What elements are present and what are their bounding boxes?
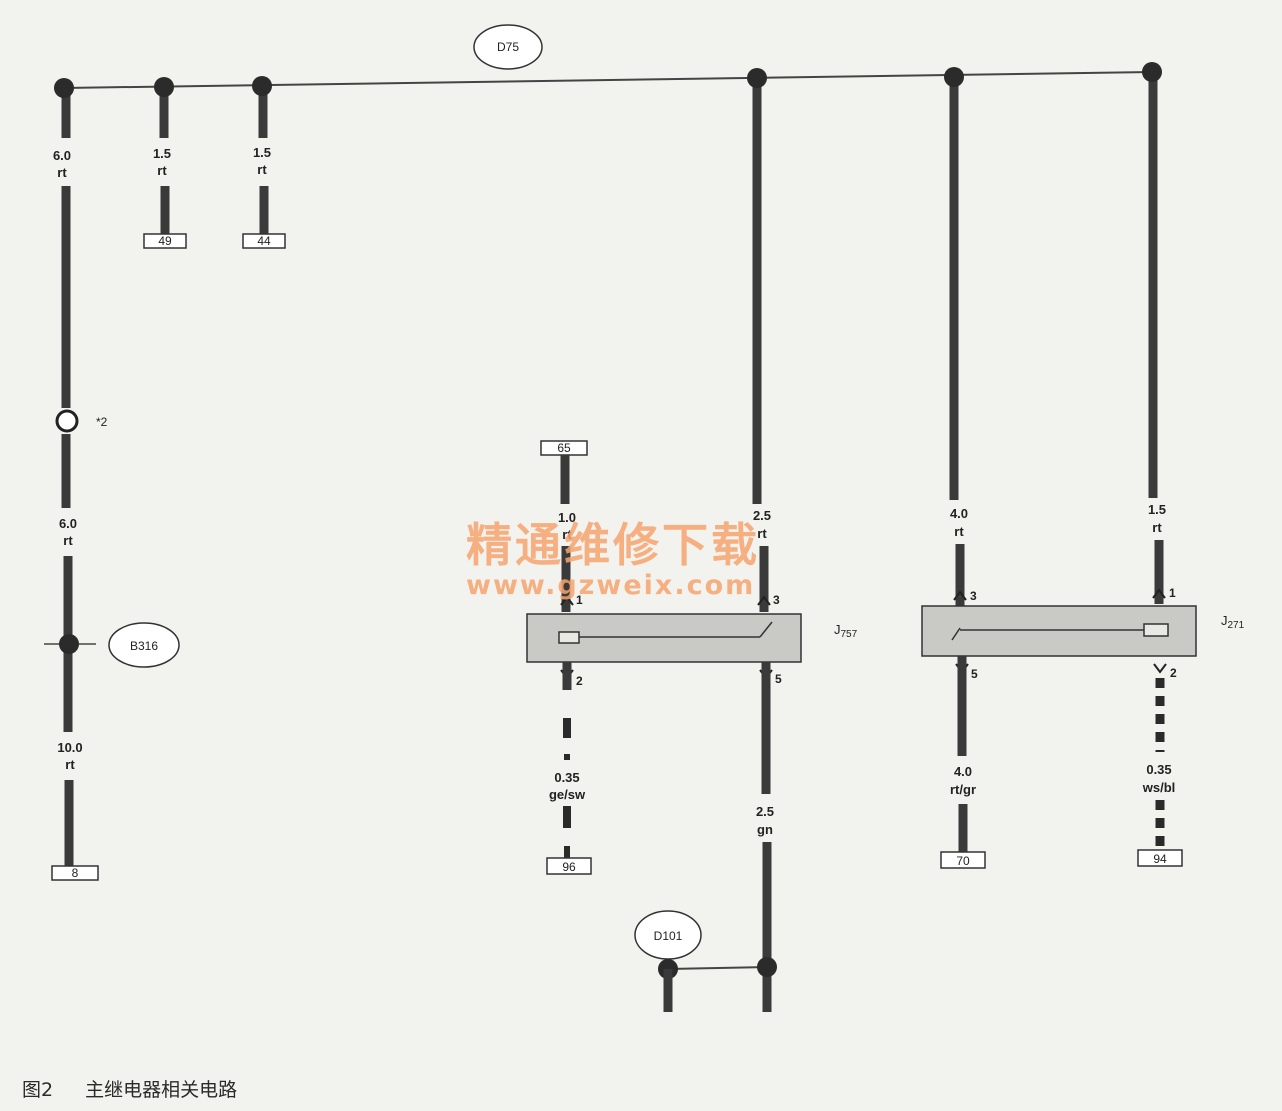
wire-color-label: rt xyxy=(757,526,767,541)
pin-arrow-icon xyxy=(953,590,967,601)
wire-size-label: 4.0 xyxy=(950,506,968,521)
relay-coil xyxy=(558,631,580,644)
wire-color-label: ge/sw xyxy=(549,787,586,802)
pin-arrow-icon xyxy=(1153,663,1167,674)
terminal-label: 44 xyxy=(257,234,271,248)
wire-size-label: 6.0 xyxy=(59,516,77,531)
d101-label: D101 xyxy=(654,929,683,943)
figure-caption: 图2 主继电器相关电路 xyxy=(22,1075,263,1102)
bus-node xyxy=(54,78,74,98)
terminal-label: 49 xyxy=(158,234,172,248)
pin-label: 2 xyxy=(576,674,583,688)
bus-node xyxy=(747,68,767,88)
wire-column-3: 1.5 rt 44 xyxy=(242,76,286,249)
wire-color-label: rt xyxy=(562,527,572,542)
relay-j271-group: 4.0 rt 1.5 rt J271 3 1 5 2 4.0 rt/gr 70 … xyxy=(921,62,1245,869)
terminal-box xyxy=(1137,849,1183,867)
terminal-box xyxy=(51,865,99,881)
wire-column-1: 6.0 rt *2 6.0 rt B316 10.0 rt 8 xyxy=(44,78,180,881)
wire-size-label: 0.35 xyxy=(554,770,579,785)
wire-color-label: rt xyxy=(57,165,67,180)
pin-label: 3 xyxy=(773,593,780,607)
bus-node xyxy=(154,77,174,97)
wire-size-label: 1.5 xyxy=(253,145,271,160)
pin-label: 5 xyxy=(775,672,782,686)
pin-label: 1 xyxy=(1169,586,1176,600)
terminal-label: 8 xyxy=(72,866,79,880)
terminal-label: 94 xyxy=(1153,852,1167,866)
b316-node xyxy=(59,634,79,654)
relay-coil xyxy=(1143,623,1169,637)
terminal-box xyxy=(242,233,286,249)
bus-node xyxy=(1142,62,1162,82)
wire-size-label: 0.35 xyxy=(1146,762,1171,777)
pin-label: 3 xyxy=(970,589,977,603)
relay-j757-group: 65 1.0 rt J757 1 2 0.35 ge/sw 96 2.5 rt … xyxy=(526,68,858,1012)
figure-number: 图2 xyxy=(22,1079,54,1101)
wire-color-label: ws/bl xyxy=(1142,780,1176,795)
ground-node xyxy=(757,957,777,977)
wire-column-2: 1.5 rt 49 xyxy=(143,77,187,249)
wire-size-label: 10.0 xyxy=(57,740,82,755)
pin-label: 1 xyxy=(576,593,583,607)
terminal-box xyxy=(546,857,592,875)
relay-switch-contact xyxy=(759,621,773,638)
pin-arrow-icon xyxy=(1152,588,1166,599)
b316-label: B316 xyxy=(130,639,158,653)
terminal-label: 96 xyxy=(562,860,576,874)
d75-bus-line xyxy=(63,71,1153,89)
wire-color-label: rt xyxy=(157,163,167,178)
wire-size-label: 4.0 xyxy=(954,764,972,779)
pin-label: 2 xyxy=(1170,666,1177,680)
terminal-label: 70 xyxy=(956,854,970,868)
bus-node xyxy=(944,67,964,87)
relay-j757 xyxy=(526,613,802,663)
terminal-box xyxy=(143,233,187,249)
wire-size-label: 2.5 xyxy=(753,508,771,523)
d75-label: D75 xyxy=(497,40,519,54)
b316-connector-bubble xyxy=(108,622,180,668)
relay-j757-label: J757 xyxy=(834,622,858,640)
wire-color-label: gn xyxy=(757,822,773,837)
pin-arrow-icon xyxy=(757,595,771,606)
wire-color-label: rt xyxy=(65,757,75,772)
watermark-url: www.gzweix.com xyxy=(466,570,755,601)
relay-switch-contact xyxy=(951,627,961,641)
d101-link xyxy=(667,966,768,970)
watermark-title: 精通维修下载 xyxy=(466,518,760,572)
pin-arrow-icon xyxy=(560,595,574,606)
terminal-label: 65 xyxy=(557,441,571,455)
pin-label: 5 xyxy=(971,667,978,681)
wire-color-label: rt xyxy=(1152,520,1162,535)
relay-j271-label: J271 xyxy=(1221,613,1245,631)
wire-color-label: rt xyxy=(954,524,964,539)
splice-open-node xyxy=(55,409,79,433)
wire-size-label: 1.5 xyxy=(153,146,171,161)
wire-color-label: rt xyxy=(257,162,267,177)
wire-size-label: 1.0 xyxy=(558,510,576,525)
terminal-box xyxy=(940,851,986,869)
wire-color-label: rt/gr xyxy=(950,782,976,797)
figure-title: 主继电器相关电路 xyxy=(85,1079,238,1101)
splice-label: *2 xyxy=(96,415,108,429)
bus-node xyxy=(252,76,272,96)
d75-connector-bubble xyxy=(473,24,543,70)
wire-color-label: rt xyxy=(63,533,73,548)
wire-size-label: 6.0 xyxy=(53,148,71,163)
wire-size-label: 1.5 xyxy=(1148,502,1166,517)
wire-size-label: 2.5 xyxy=(756,804,774,819)
